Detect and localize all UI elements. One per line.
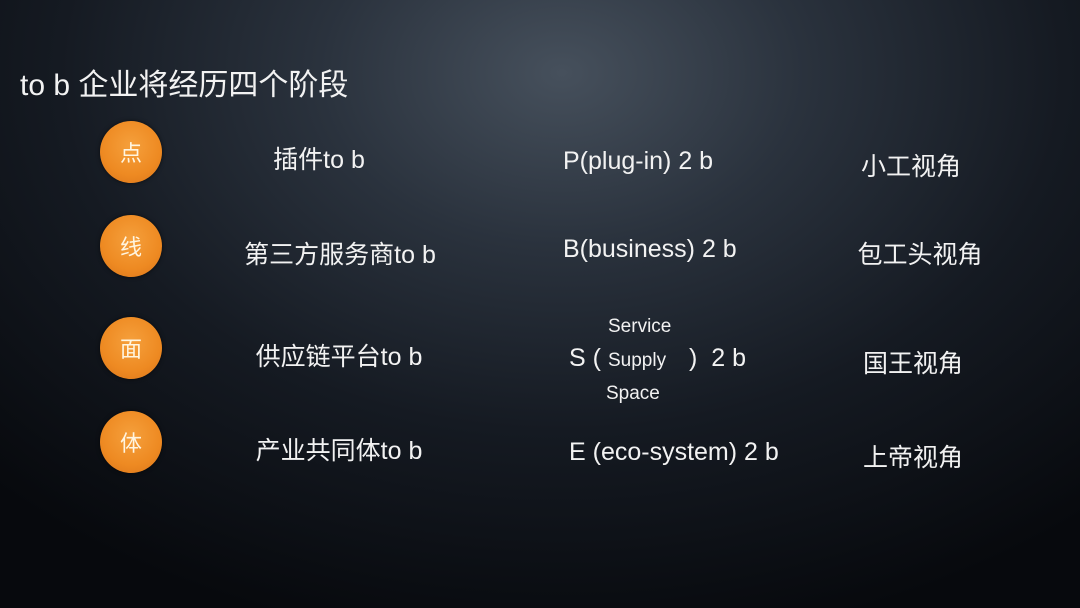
stage-model-prefix: S ( — [569, 344, 601, 372]
stage-model: P(plug-in) 2 b — [563, 147, 714, 175]
stage-view: 上帝视角 — [862, 444, 964, 472]
stage-name: 插件to b — [273, 146, 365, 174]
stage-view: 包工头视角 — [857, 241, 983, 269]
stage-model-suffix: ) 2 b — [689, 344, 746, 372]
stage-model: E (eco-system) 2 b — [569, 438, 779, 466]
stage-badge-surface: 面 — [100, 317, 162, 379]
stage-model: B(business) 2 b — [563, 235, 737, 263]
stage-badge-body: 体 — [100, 411, 162, 473]
stage-view: 小工视角 — [860, 153, 962, 181]
stage-badge-point: 点 — [100, 121, 162, 183]
stage-name: 第三方服务商to b — [244, 241, 436, 269]
stage-name: 产业共同体to b — [255, 437, 423, 465]
stage-name: 供应链平台to b — [255, 343, 423, 371]
stage-badge-line: 线 — [100, 215, 162, 277]
slide-title: to b 企业将经历四个阶段 — [20, 69, 349, 102]
stage-model-service: Service — [608, 316, 672, 337]
stage-model-space: Space — [606, 383, 660, 404]
stage-view: 国王视角 — [862, 350, 964, 378]
stage-model-supply: Supply — [608, 350, 667, 371]
